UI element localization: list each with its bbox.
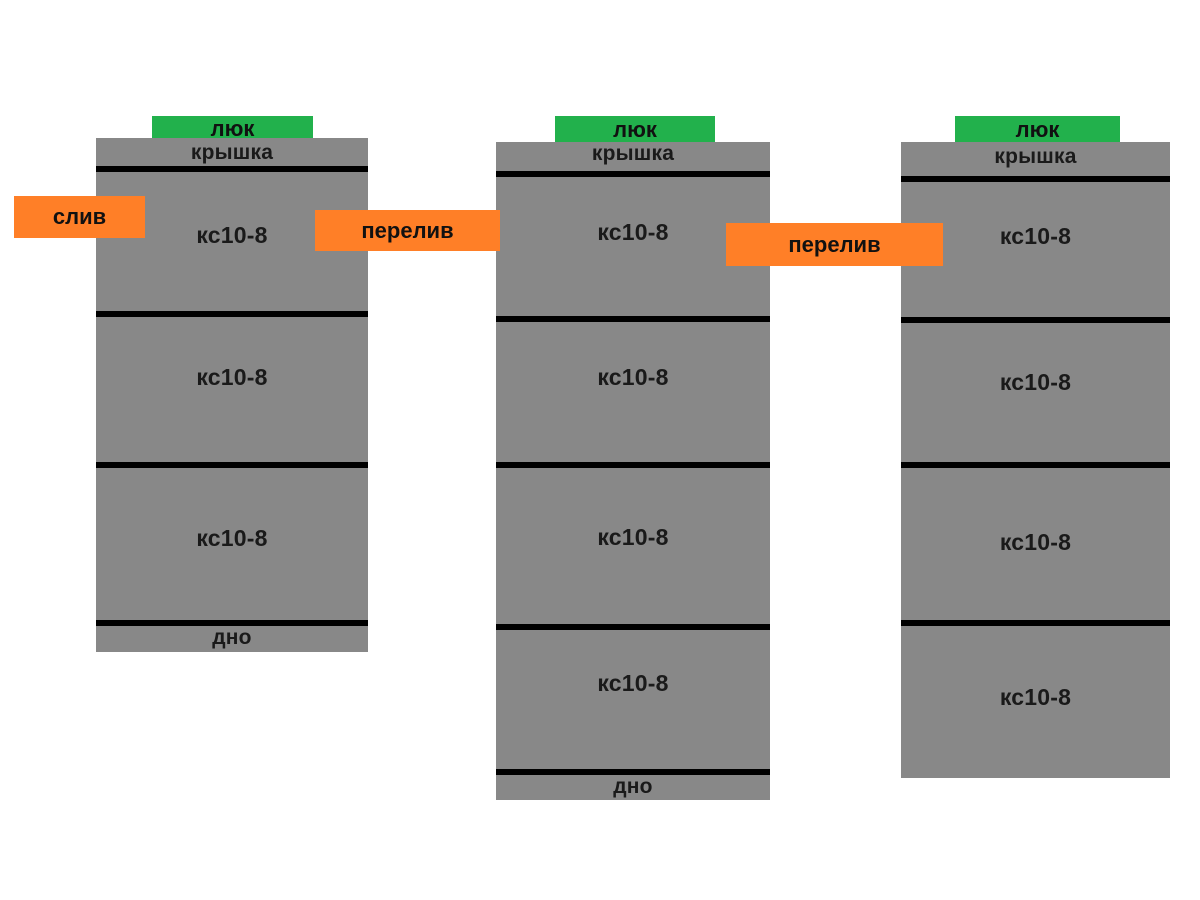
pipe-overflow-2-label: перелив: [788, 231, 881, 257]
pipe-overflow-2: перелив: [726, 223, 943, 266]
tank-1-section-ring-1: кс10-8: [196, 222, 268, 248]
pipe-drain-label: слив: [52, 204, 107, 229]
tank-2-hatch: люк: [555, 116, 715, 144]
pipe-overflow-1-label: перелив: [361, 217, 454, 243]
tank-2-line-2: [496, 462, 770, 468]
pipe-overflow-1: перелив: [315, 210, 500, 251]
tank-3-body: [901, 142, 1170, 778]
tank-3-line-lid: [901, 176, 1170, 182]
tank-2-line-3: [496, 624, 770, 630]
tank-2-line-1: [496, 316, 770, 322]
tank-2-line-bottom: [496, 769, 770, 775]
tank-3-line-1: [901, 317, 1170, 323]
tank-1-line-lid: [96, 166, 368, 172]
tank-1-section-bottom: дно: [212, 626, 252, 649]
tank-2-section-lid: крышка: [591, 142, 675, 165]
tank-1-line-2: [96, 462, 368, 468]
tank-2-section-ring-4: кс10-8: [597, 670, 669, 696]
tank-3-line-2: [901, 462, 1170, 468]
tank-2-section-ring-1: кс10-8: [597, 219, 669, 245]
tank-2-line-lid: [496, 171, 770, 177]
tank-2-section-bottom: дно: [613, 775, 653, 798]
tank-3-section-ring-1: кс10-8: [999, 223, 1072, 249]
tank-1-section-lid: крышка: [190, 141, 274, 164]
tank-1-line-1: [96, 311, 368, 317]
tank-3-section-lid: крышка: [994, 145, 1077, 168]
tank-2-hatch-label: люк: [613, 117, 657, 142]
tank-3-hatch: люк: [955, 116, 1120, 144]
tank-3-line-3: [901, 620, 1170, 626]
tank-1-section-ring-2: кс10-8: [196, 364, 268, 390]
tank-3-hatch-label: люк: [1015, 117, 1060, 142]
tank-2-section-ring-3: кс10-8: [597, 524, 669, 550]
tank-2-section-ring-2: кс10-8: [597, 364, 669, 390]
tank-3-section-ring-2: кс10-8: [999, 369, 1072, 395]
tank-3-section-ring-3: кс10-8: [999, 529, 1072, 555]
tank-1-hatch: люк: [152, 116, 313, 142]
tank-2-body: [496, 142, 770, 800]
tank-1-hatch-label: люк: [210, 116, 255, 141]
tank-1-line-bottom: [96, 620, 368, 626]
pipe-drain: слив: [14, 196, 145, 238]
tank-1-section-ring-3: кс10-8: [196, 525, 268, 551]
tank-3-section-ring-4: кс10-8: [999, 684, 1072, 710]
